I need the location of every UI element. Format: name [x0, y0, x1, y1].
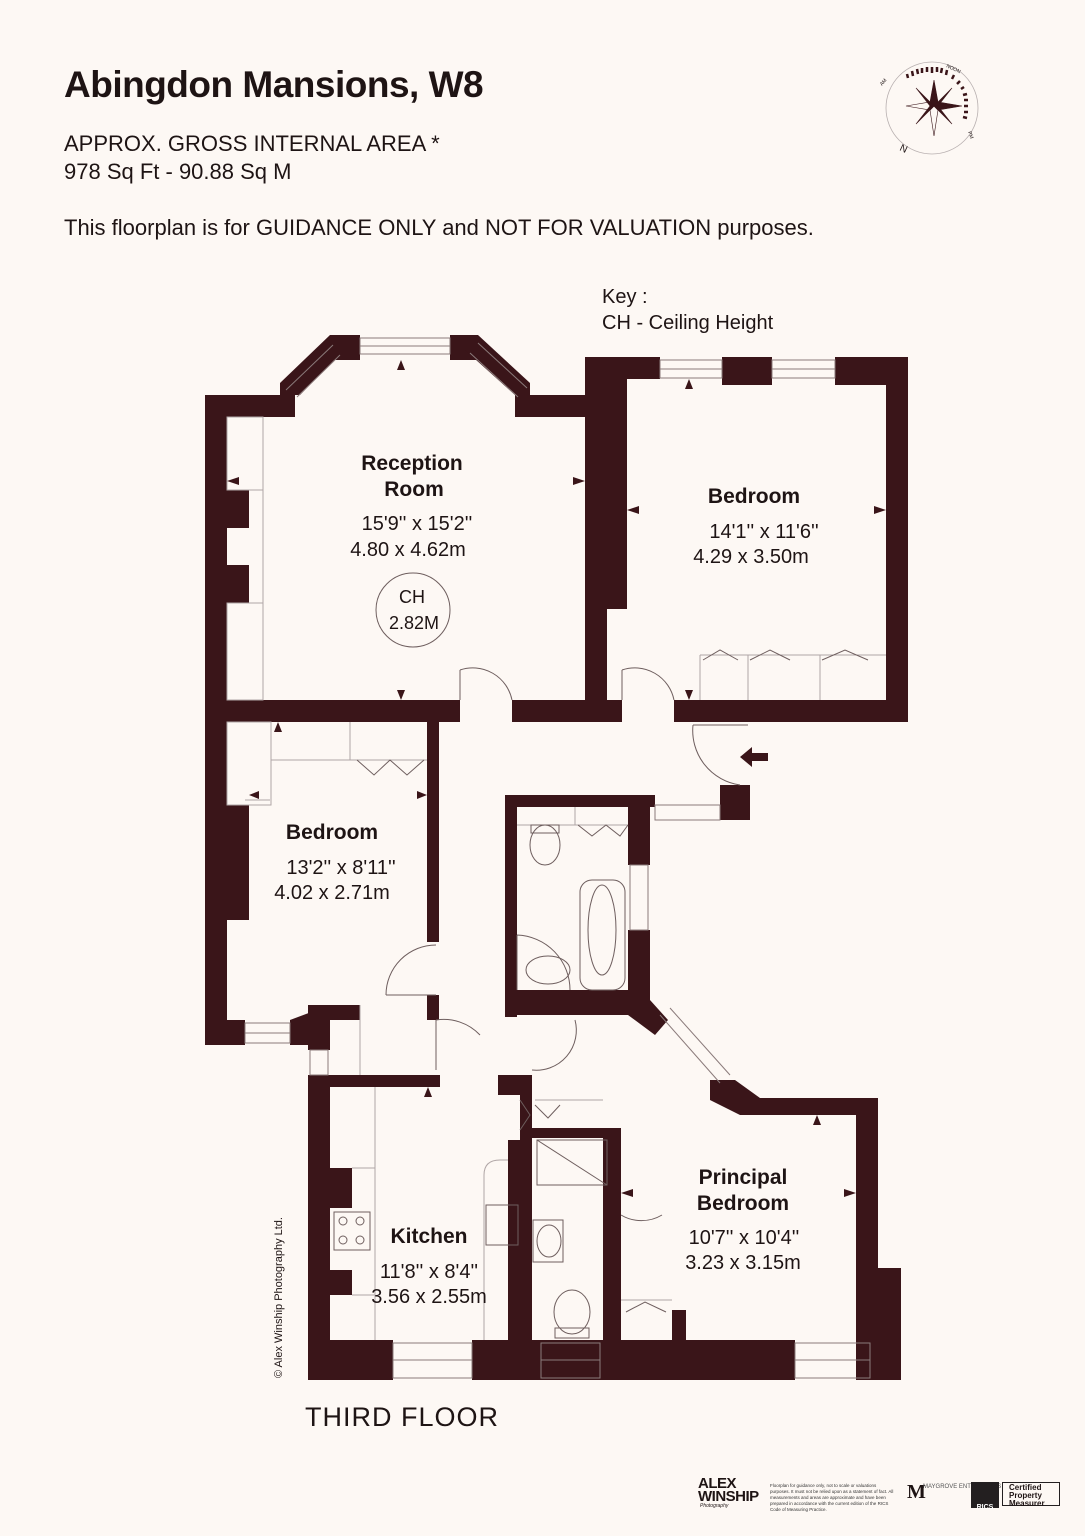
ceiling-value: 2.82M: [389, 613, 439, 633]
bedroom-ne-imperial: 14'1'' x 11'6'': [709, 521, 818, 543]
reception-metric: 4.80 x 4.62m: [350, 539, 466, 561]
guidance-disclaimer: This floorplan is for GUIDANCE ONLY and …: [64, 215, 814, 240]
ceiling-label: CH: [399, 587, 425, 607]
bedroom-ne-name: Bedroom: [708, 485, 800, 508]
ceiling-height-circle: [375, 572, 451, 648]
compass-icon: N NOON AM PM: [879, 61, 979, 156]
footer-logos: ALEX WINSHIP Photography Floorplan for g…: [690, 1465, 1070, 1512]
bedroom-w-metric: 4.02 x 2.71m: [274, 882, 390, 904]
shower-icon: [536, 1139, 608, 1186]
logo-line-2: WINSHIP: [698, 1488, 759, 1505]
fixtures: [333, 572, 626, 1339]
dimension-arrows: [227, 360, 886, 1197]
bath-icon: [579, 879, 626, 991]
kitchen-metric: 3.56 x 2.55m: [371, 1286, 487, 1308]
walls: [205, 335, 908, 1380]
toilet-icon-2: [553, 1289, 591, 1335]
kitchen-sink-icon: [485, 1204, 519, 1246]
reception-name-1: Reception: [361, 452, 463, 475]
plan-title: Abingdon Mansions, W8: [64, 64, 484, 105]
room-labels: Reception Room 15'9'' x 15'2'' 4.80 x 4.…: [274, 452, 818, 1308]
bedroom-ne-metric: 4.29 x 3.50m: [693, 546, 809, 568]
compass-am-label: AM: [879, 78, 888, 88]
certified-measurer-badge: Certified Property Measurer: [1002, 1482, 1060, 1508]
reception-imperial: 15'9'' x 15'2'': [362, 513, 473, 535]
area-value: 978 Sq Ft - 90.88 Sq M: [64, 159, 292, 184]
sink-icon: [525, 955, 571, 985]
area-label: APPROX. GROSS INTERNAL AREA *: [64, 131, 440, 156]
principal-name-1: Principal: [699, 1166, 788, 1189]
kitchen-name: Kitchen: [390, 1225, 467, 1248]
footer-disclaimer: Floorplan for guidance only, not to scal…: [770, 1483, 894, 1512]
key-title: Key :: [602, 286, 648, 308]
hob-icon: [333, 1211, 371, 1251]
entrance-arrow-icon: [740, 747, 768, 767]
floor-label: THIRD FLOOR: [305, 1402, 500, 1432]
kitchen-imperial: 11'8'' x 8'4'': [380, 1261, 478, 1283]
maygrove-logo: M: [907, 1481, 926, 1503]
logo-subtitle: Photography: [700, 1503, 729, 1509]
principal-metric: 3.23 x 3.15m: [685, 1252, 801, 1274]
door-swings: [356, 649, 869, 1313]
toilet-icon: [529, 824, 561, 866]
bedroom-w-imperial: 13'2'' x 8'11'': [286, 857, 395, 879]
principal-name-2: Bedroom: [697, 1192, 789, 1215]
windows: [244, 337, 871, 1379]
compass-noon-label: NOON: [945, 63, 961, 75]
rics-logo: RICS: [971, 1482, 999, 1511]
reception-name-2: Room: [384, 478, 444, 501]
copyright-text: © Alex Winship Photography Ltd.: [273, 1217, 285, 1378]
compass-north-label: N: [898, 143, 909, 156]
interior-lines: [226, 416, 886, 1340]
basin-icon: [532, 1219, 564, 1263]
principal-imperial: 10'7'' x 10'4'': [689, 1227, 800, 1249]
key-item: CH - Ceiling Height: [602, 312, 774, 334]
bedroom-w-name: Bedroom: [286, 821, 378, 844]
maygrove-name: MAYGROVE ENTERPRISES: [923, 1484, 1002, 1490]
compass-pm-label: PM: [966, 131, 974, 140]
alex-winship-logo: ALEX WINSHIP: [698, 1475, 759, 1505]
logo-line-1: ALEX: [698, 1475, 737, 1492]
